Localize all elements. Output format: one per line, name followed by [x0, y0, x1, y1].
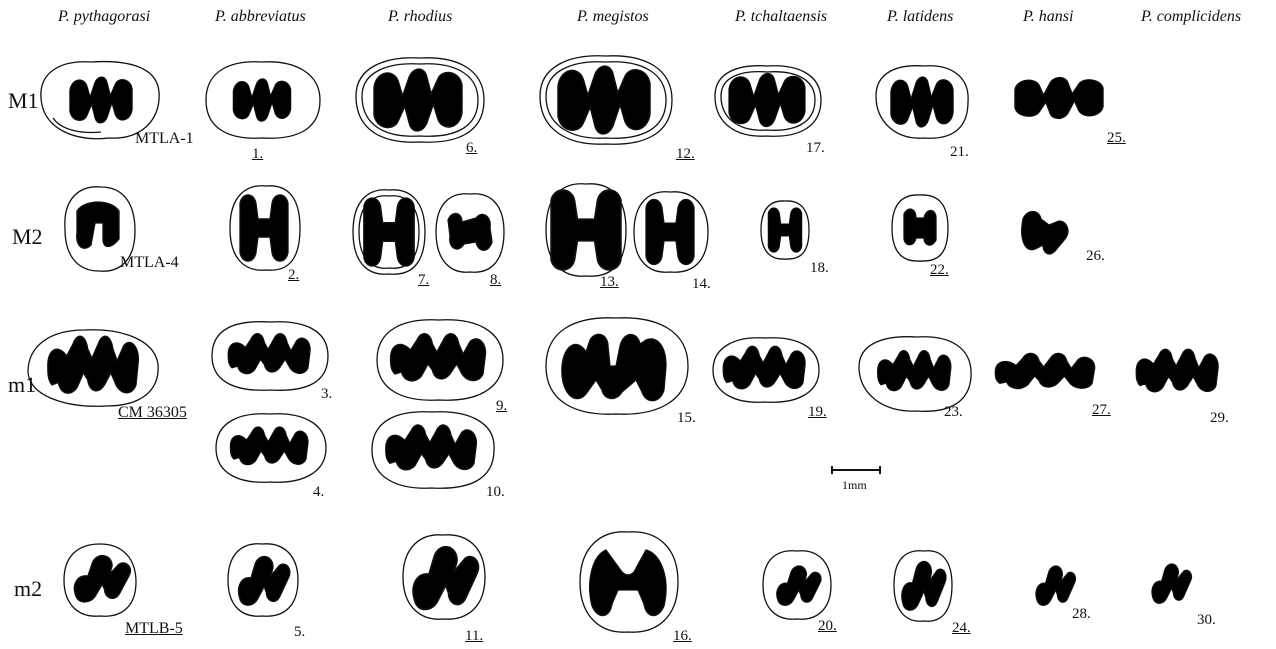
figure-number: 11. [465, 628, 483, 645]
row-label-M1: M1 [8, 88, 39, 114]
figure-number: 13. [600, 274, 619, 291]
tooth-m1-hansi [1015, 77, 1103, 118]
tooth-m2-upper-abbreviatus [230, 186, 300, 270]
figure-number: 25. [1107, 130, 1126, 147]
tooth-lower-m2-tchaltaensis [763, 551, 831, 619]
tooth-m1-megistos [540, 56, 672, 144]
tooth-lower-m1-tchaltaensis [713, 338, 819, 402]
row-label-M2: M2 [12, 224, 43, 250]
tooth-m2-upper-megistos-a [546, 184, 626, 276]
specimen-label-m1-lower: CM 36305 [118, 404, 187, 422]
tooth-lower-m1-megistos [546, 318, 688, 414]
tooth-m2-upper-hansi [1022, 212, 1068, 254]
tooth-m2-upper-rhodius-a [353, 190, 425, 274]
tooth-lower-m2-pythagorasi [64, 544, 136, 616]
figure-number: 22. [930, 262, 949, 279]
figure-number: 16. [673, 628, 692, 645]
tooth-lower-m2-rhodius [403, 535, 485, 619]
tooth-m2-upper-megistos-b [634, 192, 708, 272]
figure-number: 8. [490, 272, 501, 289]
tooth-lower-m2-complicidens [1152, 564, 1192, 603]
tooth-lower-m2-abbreviatus [228, 544, 298, 616]
tooth-lower-m2-megistos [580, 532, 678, 632]
figure-number: 10. [486, 484, 505, 501]
scale-bar [831, 466, 881, 474]
figure-number: 14. [692, 276, 711, 293]
figure-number: 12. [676, 146, 695, 163]
figure-number: 3. [321, 386, 332, 403]
tooth-m2-upper-latidens [892, 195, 948, 261]
tooth-m1-rhodius [356, 58, 484, 142]
tooth-lower-m2-hansi [1036, 566, 1076, 605]
tooth-m1-tchaltaensis [715, 66, 821, 137]
header-tchaltaensis: P. tchaltaensis [735, 8, 827, 26]
figure-number: 17. [806, 140, 825, 157]
tooth-lower-m1-rhodius-b [372, 412, 494, 488]
tooth-lower-m1-hansi [995, 353, 1094, 389]
specimen-label-m1-upper: MTLA-1 [135, 130, 194, 148]
figure-number: 9. [496, 398, 507, 415]
row-label-m1: m1 [8, 372, 36, 398]
tooth-lower-m1-pythagorasi [28, 330, 158, 406]
header-hansi: P. hansi [1023, 8, 1073, 26]
tooth-lower-m1-rhodius-a [377, 320, 503, 400]
header-rhodius: P. rhodius [388, 8, 452, 26]
tooth-lower-m1-latidens [859, 337, 971, 412]
tooth-lower-m1-complicidens [1136, 349, 1218, 392]
figure-number: 24. [952, 620, 971, 637]
figure-number: 28. [1072, 606, 1091, 623]
figure-number: 29. [1210, 410, 1229, 427]
figure-number: 18. [810, 260, 829, 277]
figure-number: 23. [944, 404, 963, 421]
header-latidens: P. latidens [887, 8, 953, 26]
specimen-label-m2-upper: MTLA-4 [120, 254, 179, 272]
tooth-m2-upper-rhodius-b [436, 194, 504, 272]
header-pythagorasi: P. pythagorasi [58, 8, 150, 26]
figure-number: 27. [1092, 402, 1111, 419]
figure-number: 20. [818, 618, 837, 635]
tooth-m1-latidens [876, 66, 968, 139]
tooth-m1-abbreviatus [206, 62, 320, 138]
figure-number: 30. [1197, 612, 1216, 629]
tooth-lower-m2-latidens [894, 551, 952, 621]
figure-number: 2. [288, 267, 299, 284]
header-megistos: P. megistos [577, 8, 649, 26]
figure-number: 5. [294, 624, 305, 641]
tooth-m1-pythagorasi [41, 62, 159, 139]
figure-number: 7. [418, 272, 429, 289]
figure-number: 26. [1086, 248, 1105, 265]
tooth-lower-m1-abbreviatus-a [212, 322, 328, 391]
figure-number: 15. [677, 410, 696, 427]
row-label-m2: m2 [14, 576, 42, 602]
header-complicidens: P. complicidens [1141, 8, 1241, 26]
tooth-lower-m1-abbreviatus-b [216, 414, 326, 482]
figure-number: 19. [808, 404, 827, 421]
figure-number: 21. [950, 144, 969, 161]
figure-number: 4. [313, 484, 324, 501]
header-abbreviatus: P. abbreviatus [215, 8, 306, 26]
specimen-label-m2-lower: MTLB-5 [125, 620, 183, 638]
tooth-m2-upper-tchaltaensis [761, 201, 809, 259]
figure-number: 6. [466, 140, 477, 157]
figure-number: 1. [252, 146, 263, 163]
scale-bar-label: 1mm [842, 478, 867, 493]
